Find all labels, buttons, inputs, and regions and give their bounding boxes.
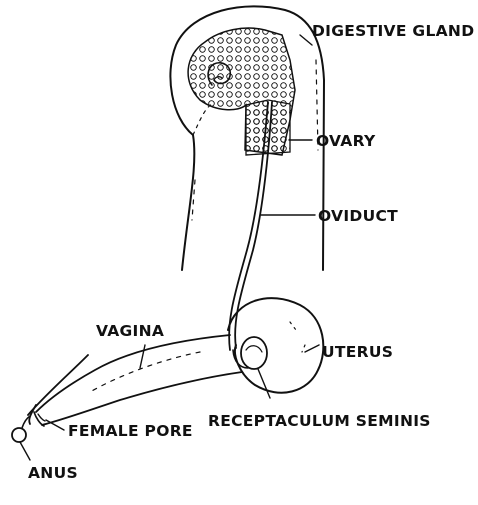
leader-digestive-gland — [300, 35, 312, 45]
label-oviduct: OVIDUCT — [318, 207, 398, 225]
label-ovary: OVARY — [316, 132, 376, 150]
label-anus: ANUS — [28, 464, 78, 482]
leader-uterus — [305, 345, 319, 352]
label-vagina: VAGINA — [96, 322, 164, 340]
anus-opening — [12, 416, 30, 442]
label-receptaculum-seminis: RECEPTACULUM SEMINIS — [208, 412, 431, 430]
leader-receptaculum — [258, 369, 270, 398]
label-uterus: UTERUS — [322, 343, 393, 361]
receptaculum-seminis-sac — [233, 337, 267, 369]
label-female-pore: FEMALE PORE — [68, 422, 193, 440]
label-digestive-gland: DIGESTIVE GLAND — [312, 22, 474, 40]
leader-anus — [20, 442, 30, 460]
leader-vagina — [140, 345, 145, 368]
